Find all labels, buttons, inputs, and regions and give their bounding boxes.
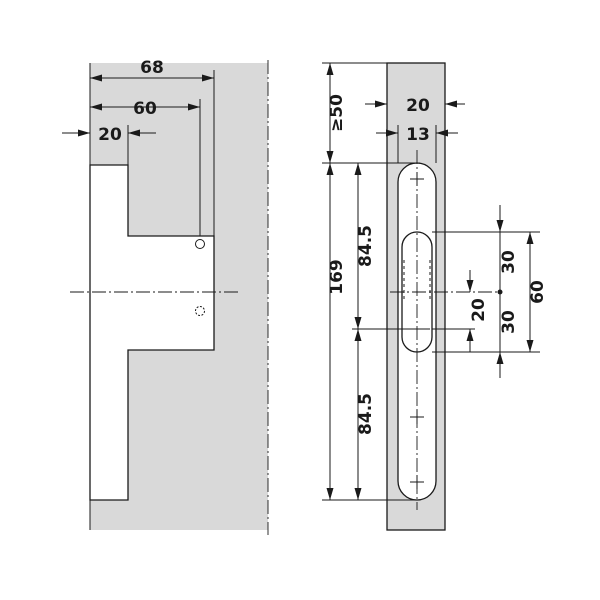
- arrowhead: [90, 74, 102, 82]
- dim-label-upper-half: 84.5: [356, 225, 376, 267]
- arrowhead: [78, 129, 90, 137]
- dim-label-lower-offset: 30: [499, 310, 519, 334]
- dim-label-hole-offset: 60: [133, 99, 157, 119]
- arrowhead: [526, 340, 534, 352]
- arrowhead: [326, 63, 334, 75]
- arrowhead: [496, 220, 504, 232]
- screw-hole-upper: [195, 239, 205, 249]
- side-view: ≥50 169 84.5 84.5 20 13 60: [322, 62, 548, 531]
- arrowhead: [466, 280, 474, 292]
- arrowhead: [354, 317, 362, 329]
- arrowhead: [326, 163, 334, 175]
- arrowhead: [354, 329, 362, 341]
- dim-label-upper-offset: 30: [499, 250, 519, 274]
- arrowhead: [526, 232, 534, 244]
- arrowhead: [354, 488, 362, 500]
- arrowhead: [375, 100, 387, 108]
- dim-label-slot-width: 13: [406, 125, 430, 145]
- arrowhead: [496, 352, 504, 364]
- dim-label-slot-length: 60: [528, 280, 548, 304]
- arrowhead: [445, 100, 457, 108]
- dim-label-slot-center: 20: [469, 298, 489, 322]
- screw-cross-top: [410, 172, 424, 186]
- front-view: 68 60 20: [62, 58, 269, 535]
- arrowhead: [436, 129, 448, 137]
- arrowhead: [326, 488, 334, 500]
- arrowhead: [326, 151, 334, 163]
- screw-cross-bottom: [410, 475, 424, 489]
- dim-label-min-thickness: ≥50: [327, 94, 347, 132]
- arrowhead: [128, 129, 140, 137]
- arrowhead: [354, 163, 362, 175]
- dim-label-lower-half: 84.5: [356, 393, 376, 435]
- screw-hole-lower: [195, 306, 205, 316]
- dim-label-overall-width: 68: [140, 58, 164, 78]
- screw-cross-middle: [410, 410, 424, 424]
- dim-label-total-length: 169: [327, 259, 347, 295]
- hinge-plate: [89, 164, 215, 501]
- arrowhead: [386, 129, 398, 137]
- dim-label-face-width: 20: [406, 96, 430, 116]
- arrowhead: [466, 329, 474, 341]
- arrowhead: [188, 103, 200, 111]
- dim-label-edge-offset: 20: [98, 125, 122, 145]
- arrowhead: [90, 103, 102, 111]
- arrowhead: [202, 74, 214, 82]
